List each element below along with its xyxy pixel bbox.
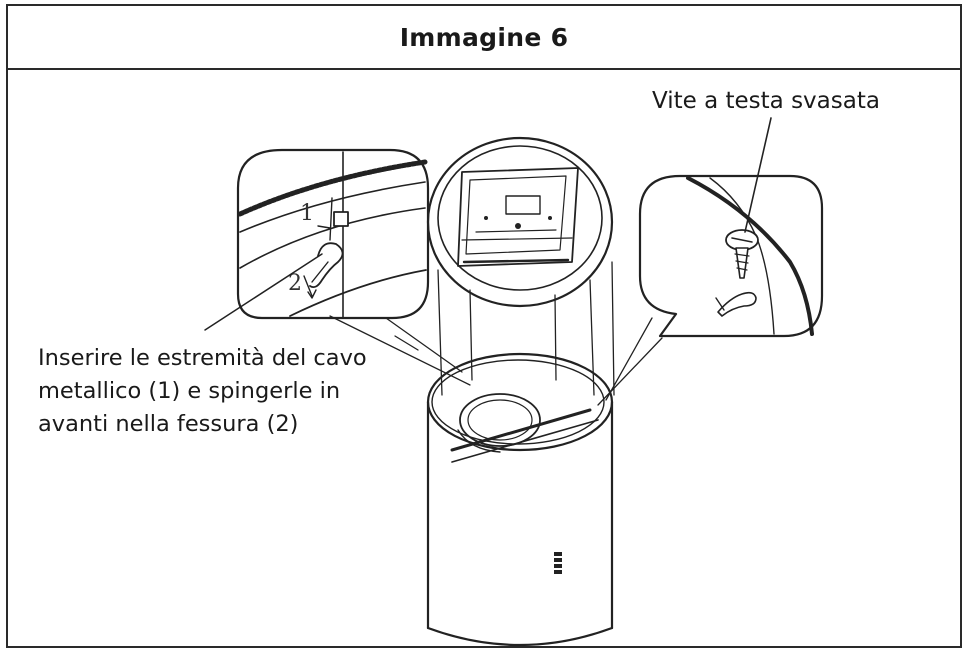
left-detail-bubble (236, 148, 430, 320)
step-1-label: 1 (300, 201, 314, 226)
projection-lines (437, 261, 615, 396)
instruction-line-2: metallico (1) e spingerle in (38, 378, 341, 404)
countersunk-screw-icon (725, 229, 759, 279)
instruction-line-3: avanti nella fessura (2) (38, 411, 299, 437)
top-cap-detail (426, 136, 614, 308)
instruction-pointer (204, 253, 323, 331)
figure-title: Immagine 6 (399, 22, 569, 52)
figure-frame: Immagine 6 (6, 4, 962, 648)
right-detail-bubble (638, 174, 824, 338)
cylinder-hood (426, 352, 614, 647)
detail-leaders (329, 315, 663, 406)
figure-header: Immagine 6 (8, 6, 960, 70)
instruction-line-1: Inserire le estremità del cavo (38, 345, 367, 371)
instruction-label: Inserire le estremità del cavo metallico… (38, 342, 398, 441)
screw-label: Vite a testa svasata (652, 88, 880, 114)
step-2-label: 2 (288, 271, 302, 296)
screw-pointer (744, 117, 772, 233)
